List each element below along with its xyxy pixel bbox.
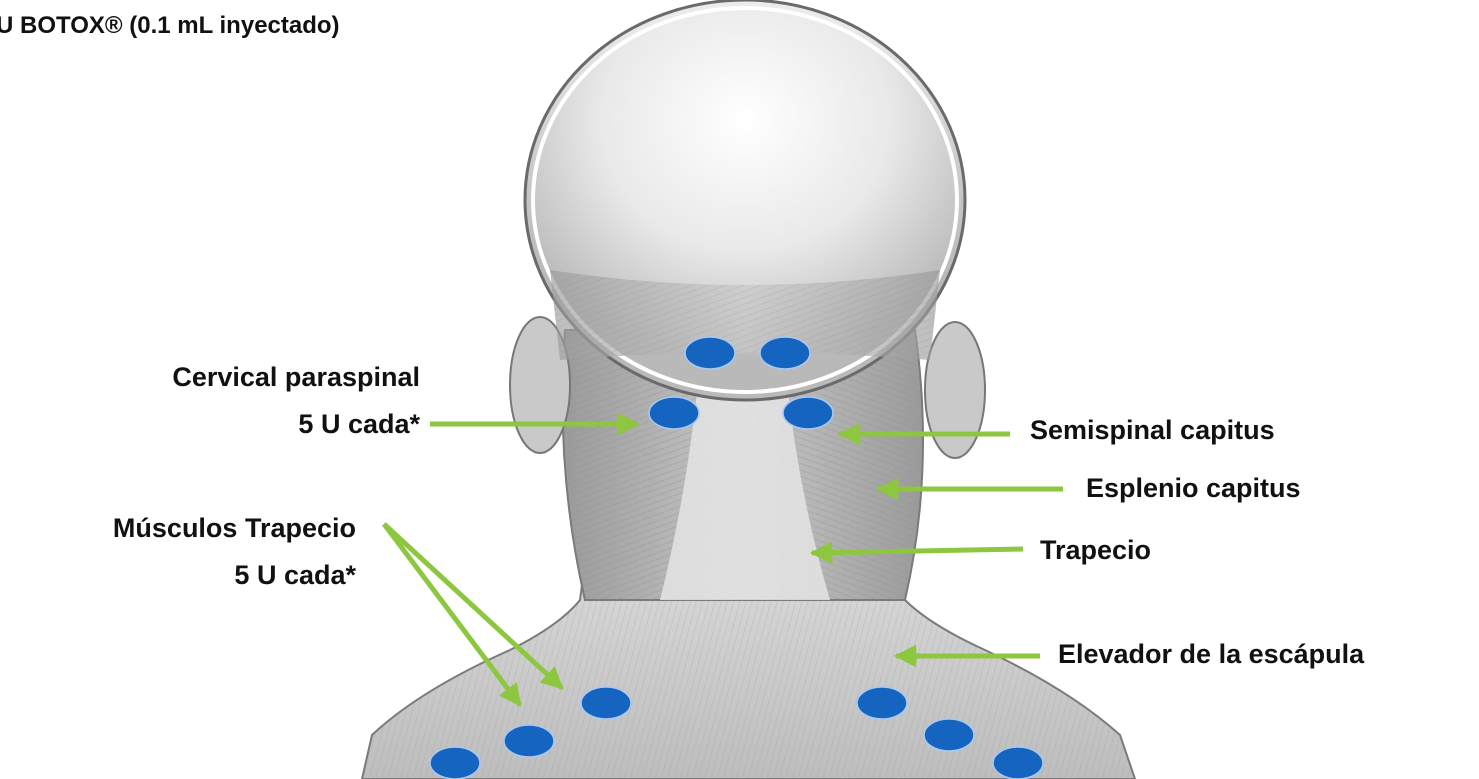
injection-dot <box>649 397 699 429</box>
label-cervical-paraspinal: Cervical paraspinal <box>80 360 420 394</box>
dosage-title: U BOTOX® (0.1 mL inyectado) <box>0 9 340 43</box>
injection-dot <box>783 397 833 429</box>
label-semispinal-capitus: Semispinal capitus <box>1030 413 1275 447</box>
injection-dot <box>760 337 810 369</box>
injection-dot <box>857 687 907 719</box>
label-trapecio: Trapecio <box>1040 533 1151 567</box>
label-esplenio-capitus: Esplenio capitus <box>1086 471 1301 505</box>
injection-dot <box>581 687 631 719</box>
label-cervical-dose: 5 U cada* <box>80 407 420 441</box>
injection-dot <box>504 725 554 757</box>
label-trapecio-dose: 5 U cada* <box>0 558 356 592</box>
injection-dot <box>430 747 480 779</box>
label-elevador-escapula: Elevador de la escápula <box>1058 637 1364 671</box>
injection-dot <box>685 337 735 369</box>
label-musculos-trapecio: Músculos Trapecio <box>0 511 356 545</box>
injection-dot <box>993 747 1043 779</box>
injection-dot <box>924 719 974 751</box>
